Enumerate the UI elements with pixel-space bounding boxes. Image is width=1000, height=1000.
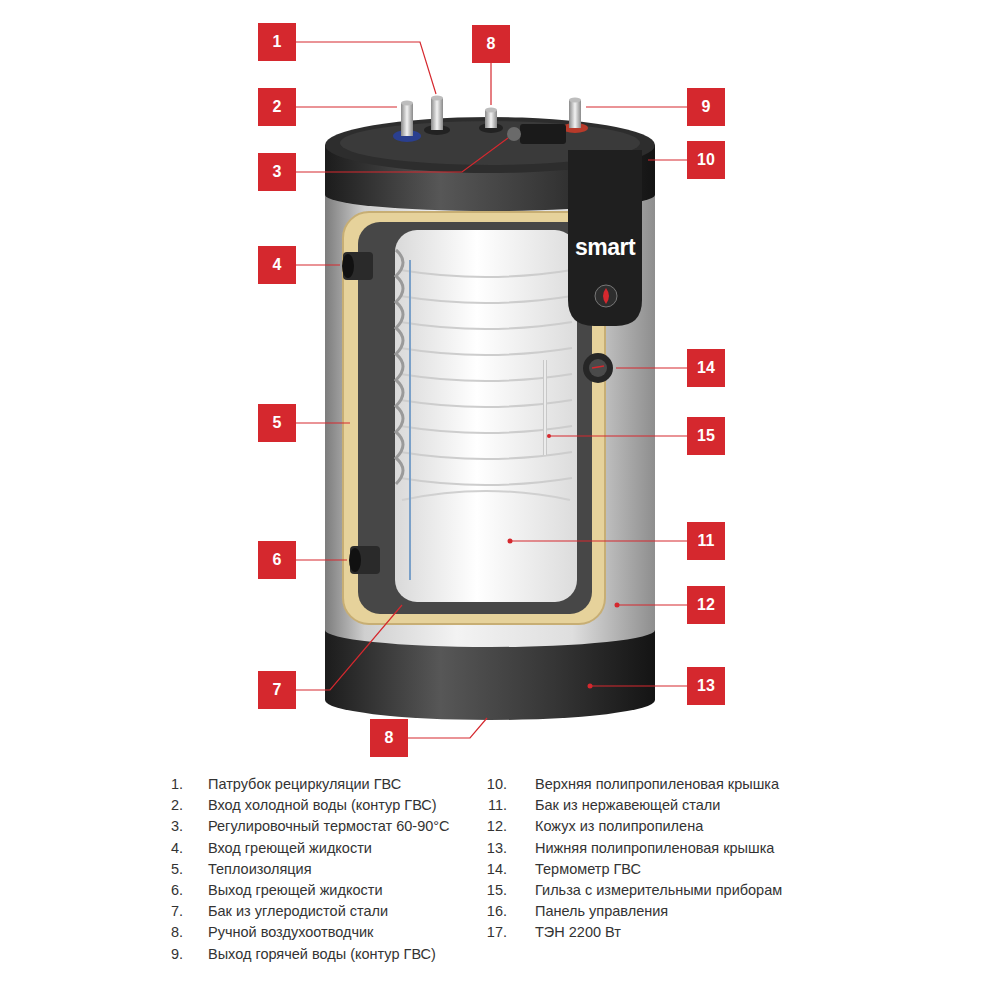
list-number: 6.: [171, 881, 183, 899]
list-text: Патрубок рециркуляции ГВС: [208, 775, 401, 793]
list-text: Бак из углеродистой стали: [208, 902, 388, 920]
callout-number: 9: [702, 98, 711, 116]
callout-number: 3: [273, 163, 282, 181]
list-text: Кожух из полипропилена: [535, 817, 703, 835]
list-text: Выход горячей воды (контур ГВС): [208, 945, 436, 963]
list-text: Верхняя полипропиленовая крышка: [535, 775, 779, 793]
callout-number: 4: [273, 256, 282, 274]
callout-box: 8: [370, 719, 408, 757]
callout-number: 15: [697, 427, 715, 445]
brand-logo: smart: [575, 234, 635, 261]
callout-box: 5: [258, 404, 296, 442]
callout-box: 2: [258, 88, 296, 126]
list-number: 13.: [487, 839, 507, 857]
list-number: 12.: [487, 817, 507, 835]
list-text: Выход греющей жидкости: [208, 881, 383, 899]
callout-box: 8: [472, 25, 510, 63]
callout-box: 9: [687, 88, 725, 126]
list-text: Нижняя полипропиленовая крышка: [535, 839, 774, 857]
callout-number: 12: [697, 596, 715, 614]
list-number: 14.: [487, 860, 507, 878]
callout-box: 15: [687, 417, 725, 455]
list-text: Термометр ГВС: [535, 860, 641, 878]
list-number: 9.: [171, 945, 183, 963]
callout-number: 11: [698, 532, 715, 550]
callout-box: 11: [687, 522, 725, 560]
callout-box: 13: [687, 667, 725, 705]
callout-number: 5: [273, 414, 282, 432]
list-number: 7.: [171, 902, 183, 920]
list-text: Вход холодной воды (контур ГВС): [208, 796, 437, 814]
callout-number: 10: [697, 151, 715, 169]
list-text: ТЭН 2200 Вт: [535, 923, 621, 941]
list-number: 1.: [171, 775, 183, 793]
list-number: 8.: [171, 923, 183, 941]
callout-box: 14: [687, 349, 725, 387]
list-number: 11.: [488, 796, 507, 814]
list-text: Теплоизоляция: [208, 860, 312, 878]
callout-number: 7: [273, 681, 282, 699]
callout-box: 10: [687, 141, 725, 179]
callout-number: 14: [697, 359, 715, 377]
list-number: 5.: [171, 860, 183, 878]
list-text: Бак из нержавеющей стали: [535, 796, 720, 814]
callout-number: 13: [697, 677, 715, 695]
list-number: 4.: [171, 839, 183, 857]
callout-box: 7: [258, 671, 296, 709]
callout-number: 8: [487, 35, 496, 53]
callout-number: 1: [273, 33, 282, 51]
list-number: 3.: [171, 817, 183, 835]
list-number: 16.: [487, 902, 507, 920]
callout-number: 6: [273, 551, 282, 569]
list-text: Гильза с измерительными приборам: [535, 881, 782, 899]
list-number: 10.: [487, 775, 507, 793]
callout-box: 6: [258, 541, 296, 579]
list-number: 17.: [487, 923, 507, 941]
list-text: Регулировочный термостат 60-90°C: [208, 817, 450, 835]
callout-box: 1: [258, 23, 296, 61]
callout-box: 4: [258, 246, 296, 284]
callout-box: 3: [258, 153, 296, 191]
list-number: 2.: [171, 796, 183, 814]
callout-number: 2: [273, 98, 282, 116]
list-text: Ручной воздухоотводчик: [208, 923, 373, 941]
list-text: Вход греющей жидкости: [208, 839, 372, 857]
callout-box: 12: [687, 586, 725, 624]
list-number: 15.: [487, 881, 507, 899]
list-text: Панель управления: [535, 902, 668, 920]
callout-number: 8: [385, 729, 394, 747]
